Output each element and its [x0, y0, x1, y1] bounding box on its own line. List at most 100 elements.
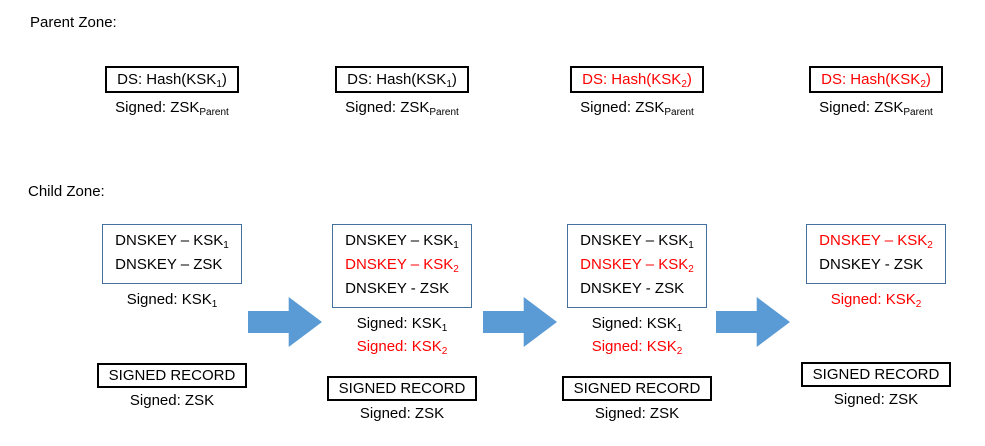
key-signed-text: Signed: KSK: [356, 338, 442, 355]
key-signed-labels: Signed: KSK1 Signed: KSK2: [357, 313, 448, 359]
key-signed-text: Signed: KSK: [591, 315, 677, 332]
parent-signed-sub: Parent: [903, 107, 933, 118]
signed-record-box: SIGNED RECORD: [96, 363, 248, 388]
ds-text-close: ): [451, 71, 457, 88]
ds-text-close: ): [686, 71, 692, 88]
parent-signed-label: Signed: ZSKParent: [345, 99, 459, 118]
dnskey-entry: DNSKEY – KSK2: [580, 254, 694, 278]
dnskey-entry: DNSKEY – KSK1: [115, 230, 229, 254]
dnskey-text: DNSKEY – KSK: [580, 232, 689, 249]
key-signed-text: Signed: KSK: [830, 291, 916, 308]
key-signed-sub: 2: [441, 346, 448, 357]
key-signed-sub: 1: [441, 323, 448, 334]
ds-text: DS: Hash(KSK: [582, 71, 682, 88]
parent-signed-sub: Parent: [664, 107, 694, 118]
child-stage-4: DNSKEY – KSK2 DNSKEY - ZSK Signed: KSK2: [761, 224, 985, 312]
parent-stage-2: DS: Hash(KSK1) Signed: ZSKParent: [287, 66, 517, 118]
parent-signed-sub: Parent: [199, 107, 229, 118]
key-signed-sub: 2: [915, 299, 922, 310]
dnskey-sub: 2: [688, 264, 694, 275]
signed-record-group: SIGNED RECORD Signed: ZSK: [57, 363, 287, 409]
dnskey-sub: 2: [927, 240, 933, 251]
ds-text-close: ): [221, 71, 227, 88]
dnskey-entry: DNSKEY - ZSK: [345, 278, 459, 302]
key-signed-text: Signed: KSK: [591, 338, 677, 355]
record-signed-label: Signed: ZSK: [359, 405, 445, 422]
ds-text-close: ): [925, 71, 931, 88]
dnskey-entry: DNSKEY – KSK2: [345, 254, 459, 278]
dnskey-text: DNSKEY – KSK: [819, 232, 928, 249]
dnskey-text: DNSKEY – KSK: [345, 256, 454, 273]
signed-record-group: SIGNED RECORD Signed: ZSK: [761, 362, 985, 408]
key-signed-labels: Signed: KSK1: [127, 289, 218, 312]
key-signed-labels: Signed: KSK1 Signed: KSK2: [592, 313, 683, 359]
dnskey-entry: DNSKEY – ZSK: [115, 254, 229, 278]
ds-record-box: DS: Hash(KSK2): [809, 66, 943, 93]
dnskey-sub: 1: [688, 240, 694, 251]
dnskey-entry: DNSKEY - ZSK: [580, 278, 694, 302]
parent-signed-sub: Parent: [429, 107, 459, 118]
ds-record-box: DS: Hash(KSK2): [570, 66, 704, 93]
dnskey-text: DNSKEY - ZSK: [345, 280, 450, 297]
dnskey-text: DNSKEY – ZSK: [115, 256, 223, 273]
dnskey-entry: DNSKEY - ZSK: [819, 254, 933, 278]
parent-signed-label: Signed: ZSKParent: [115, 99, 229, 118]
parent-zone-label: Parent Zone:: [30, 14, 117, 31]
key-signed-label: Signed: KSK1: [592, 313, 683, 336]
dnskey-box: DNSKEY – KSK1 DNSKEY – KSK2 DNSKEY - ZSK: [332, 224, 472, 308]
dnskey-text: DNSKEY – KSK: [345, 232, 454, 249]
key-signed-sub: 1: [676, 323, 683, 334]
parent-stage-4: DS: Hash(KSK2) Signed: ZSKParent: [761, 66, 985, 118]
ds-sub: 1: [216, 79, 222, 90]
dnskey-sub: 2: [453, 264, 459, 275]
key-signed-sub: 1: [211, 299, 218, 310]
ds-sub: 2: [920, 79, 926, 90]
record-signed-label: Signed: ZSK: [833, 391, 919, 408]
signed-record-group: SIGNED RECORD Signed: ZSK: [287, 376, 517, 422]
key-signed-label: Signed: KSK1: [357, 313, 448, 336]
parent-stage-1: DS: Hash(KSK1) Signed: ZSKParent: [57, 66, 287, 118]
parent-signed-text: Signed: ZSK: [345, 99, 430, 116]
dnskey-text: DNSKEY – KSK: [115, 232, 224, 249]
ds-record-box: DS: Hash(KSK1): [105, 66, 239, 93]
child-zone-label: Child Zone:: [28, 183, 105, 200]
ds-text: DS: Hash(KSK: [821, 71, 921, 88]
parent-stage-3: DS: Hash(KSK2) Signed: ZSKParent: [522, 66, 752, 118]
key-signed-text: Signed: KSK: [356, 315, 442, 332]
record-signed-label: Signed: ZSK: [129, 392, 215, 409]
signed-record-box: SIGNED RECORD: [326, 376, 478, 401]
dnskey-box: DNSKEY – KSK2 DNSKEY - ZSK: [806, 224, 946, 284]
signed-record-box: SIGNED RECORD: [800, 362, 952, 387]
key-signed-label: Signed: KSK2: [592, 336, 683, 359]
dnskey-sub: 1: [223, 240, 229, 251]
parent-signed-label: Signed: ZSKParent: [580, 99, 694, 118]
key-signed-label: Signed: KSK1: [127, 289, 218, 312]
signed-record-box: SIGNED RECORD: [561, 376, 713, 401]
key-signed-sub: 2: [676, 346, 683, 357]
dnskey-text: DNSKEY - ZSK: [819, 256, 924, 273]
child-stage-2: DNSKEY – KSK1 DNSKEY – KSK2 DNSKEY - ZSK…: [287, 224, 517, 359]
parent-signed-text: Signed: ZSK: [580, 99, 665, 116]
parent-signed-label: Signed: ZSKParent: [819, 99, 933, 118]
key-signed-text: Signed: KSK: [126, 291, 212, 308]
dnskey-text: DNSKEY - ZSK: [580, 280, 685, 297]
dnskey-box: DNSKEY – KSK1 DNSKEY – ZSK: [102, 224, 242, 284]
dnskey-text: DNSKEY – KSK: [580, 256, 689, 273]
dnskey-box: DNSKEY – KSK1 DNSKEY – KSK2 DNSKEY - ZSK: [567, 224, 707, 308]
child-stage-1: DNSKEY – KSK1 DNSKEY – ZSK Signed: KSK1: [57, 224, 287, 312]
dnskey-entry: DNSKEY – KSK1: [345, 230, 459, 254]
ds-record-box: DS: Hash(KSK1): [335, 66, 469, 93]
key-signed-label: Signed: KSK2: [357, 336, 448, 359]
dnskey-entry: DNSKEY – KSK2: [819, 230, 933, 254]
ds-text: DS: Hash(KSK: [117, 71, 217, 88]
parent-signed-text: Signed: ZSK: [819, 99, 904, 116]
ds-sub: 1: [446, 79, 452, 90]
dnskey-entry: DNSKEY – KSK1: [580, 230, 694, 254]
ds-text: DS: Hash(KSK: [347, 71, 447, 88]
key-signed-label: Signed: KSK2: [831, 289, 922, 312]
key-signed-labels: Signed: KSK2: [831, 289, 922, 312]
dnskey-sub: 1: [453, 240, 459, 251]
record-signed-label: Signed: ZSK: [594, 405, 680, 422]
ds-sub: 2: [681, 79, 687, 90]
